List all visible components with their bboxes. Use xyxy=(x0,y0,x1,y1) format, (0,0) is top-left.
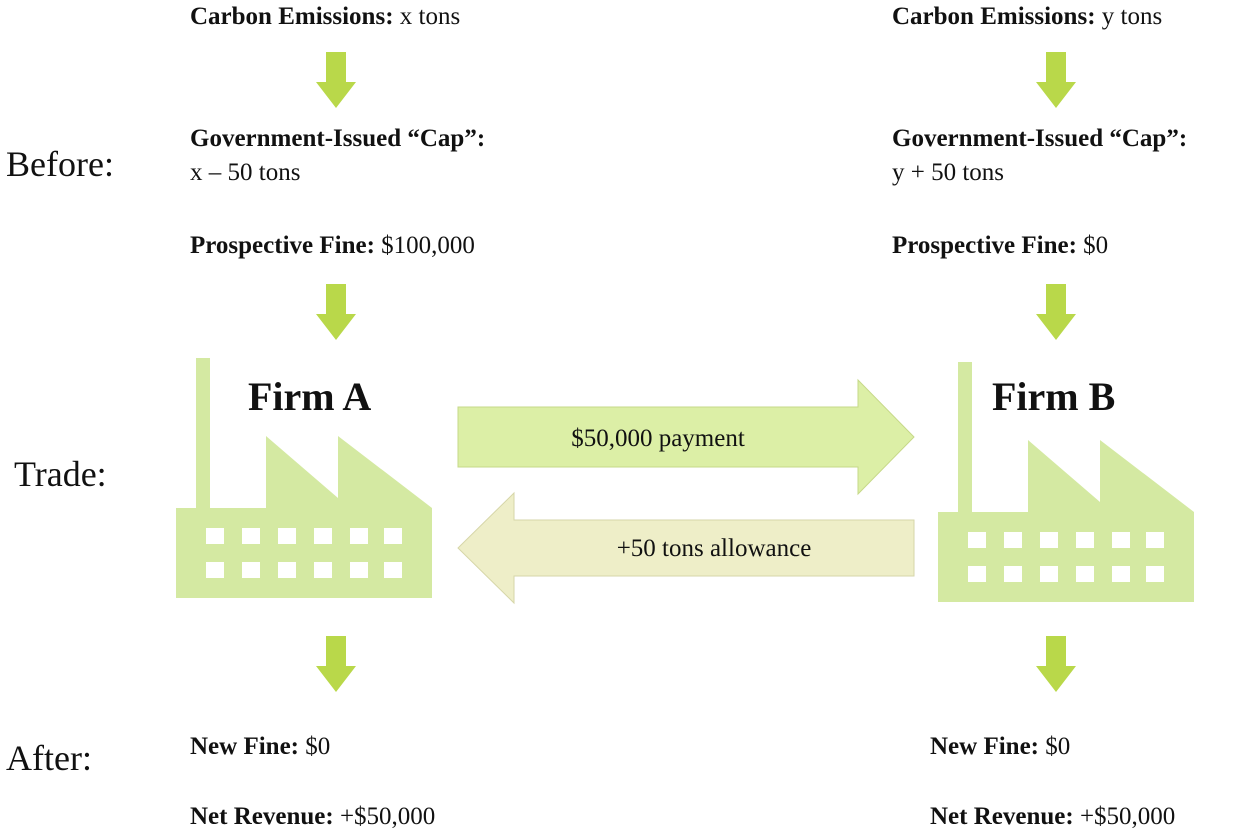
firm-b-emissions: Carbon Emissions: y tons xyxy=(892,2,1162,32)
firm-a-net-label: Net Revenue: xyxy=(190,803,334,830)
factory-icon xyxy=(176,358,432,598)
firm-b-net-value: +$50,000 xyxy=(1073,803,1176,830)
down-arrow-icon xyxy=(1036,284,1076,340)
firm-b-fine-label: Prospective Fine: xyxy=(892,232,1077,259)
firm-b-cap: Government-Issued “Cap”: xyxy=(892,124,1187,154)
allowance-label: +50 tons allowance xyxy=(616,535,812,562)
payment-label: $50,000 payment xyxy=(571,425,745,452)
allowance-arrow-icon xyxy=(457,491,915,605)
down-arrow-icon xyxy=(1036,52,1076,108)
payment-arrow-icon xyxy=(457,378,915,496)
firm-b-emissions-label: Carbon Emissions: xyxy=(892,3,1096,30)
firm-b-prospective-fine: Prospective Fine: $0 xyxy=(892,231,1108,261)
firm-a-prospective-fine: Prospective Fine: $100,000 xyxy=(190,231,475,261)
before-section-label: Before: xyxy=(6,144,114,184)
firm-a-fine-value: $100,000 xyxy=(374,232,475,259)
firm-a-new-fine-label: New Fine: xyxy=(190,733,299,760)
down-arrow-icon xyxy=(316,636,356,692)
firm-a-emissions-label: Carbon Emissions: xyxy=(190,3,394,30)
down-arrow-icon xyxy=(316,52,356,108)
firm-a-emissions-value: x tons xyxy=(393,3,461,30)
down-arrow-icon xyxy=(316,284,356,340)
firm-a-new-fine: New Fine: $0 xyxy=(190,732,330,762)
firm-b-emissions-value: y tons xyxy=(1095,3,1163,30)
firm-b-cap-value: y + 50 tons xyxy=(892,159,1005,186)
firm-b-new-fine: New Fine: $0 xyxy=(930,732,1070,762)
firm-a-net-value: +$50,000 xyxy=(333,803,436,830)
factory-icon xyxy=(938,362,1194,602)
firm-a-new-fine-value: $0 xyxy=(299,733,331,760)
firm-a-title: Firm A xyxy=(248,374,372,419)
firm-a-cap-label: Government-Issued “Cap”: xyxy=(190,125,486,152)
after-section-label: After: xyxy=(6,738,92,778)
firm-b-new-fine-label: New Fine: xyxy=(930,733,1039,760)
firm-a-net-revenue: Net Revenue: +$50,000 xyxy=(190,802,435,832)
firm-a-cap-value: x – 50 tons xyxy=(190,159,301,186)
firm-b-new-fine-value: $0 xyxy=(1039,733,1071,760)
firm-b-fine-value: $0 xyxy=(1076,232,1109,259)
firm-b-title: Firm B xyxy=(992,374,1116,419)
firm-a-cap: Government-Issued “Cap”: xyxy=(190,124,485,154)
firm-b-net-revenue: Net Revenue: +$50,000 xyxy=(930,802,1175,832)
firm-b-cap-label: Government-Issued “Cap”: xyxy=(892,125,1188,152)
firm-a-fine-label: Prospective Fine: xyxy=(190,232,375,259)
firm-a-emissions: Carbon Emissions: x tons xyxy=(190,2,460,32)
down-arrow-icon xyxy=(1036,636,1076,692)
firm-b-net-label: Net Revenue: xyxy=(930,803,1074,830)
trade-section-label: Trade: xyxy=(14,454,107,494)
